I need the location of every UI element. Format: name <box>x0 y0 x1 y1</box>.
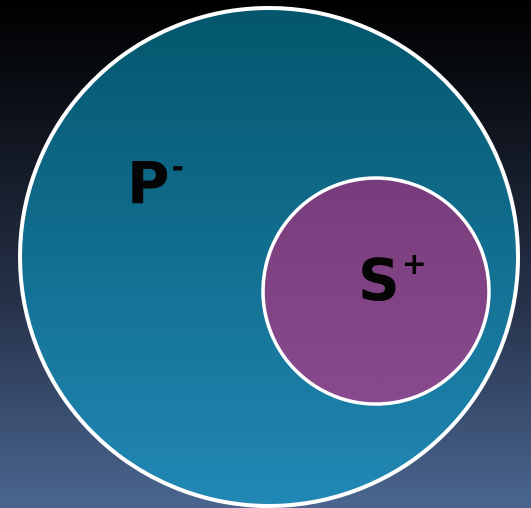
inner-set-circle <box>261 176 491 406</box>
inner-set-sign: + <box>401 247 427 282</box>
inner-set-label: S+ <box>358 247 427 310</box>
inner-set-letter: S <box>358 246 400 314</box>
outer-set-label: P- <box>127 150 184 213</box>
outer-set-sign: - <box>171 150 184 185</box>
outer-set-letter: P <box>127 149 170 217</box>
